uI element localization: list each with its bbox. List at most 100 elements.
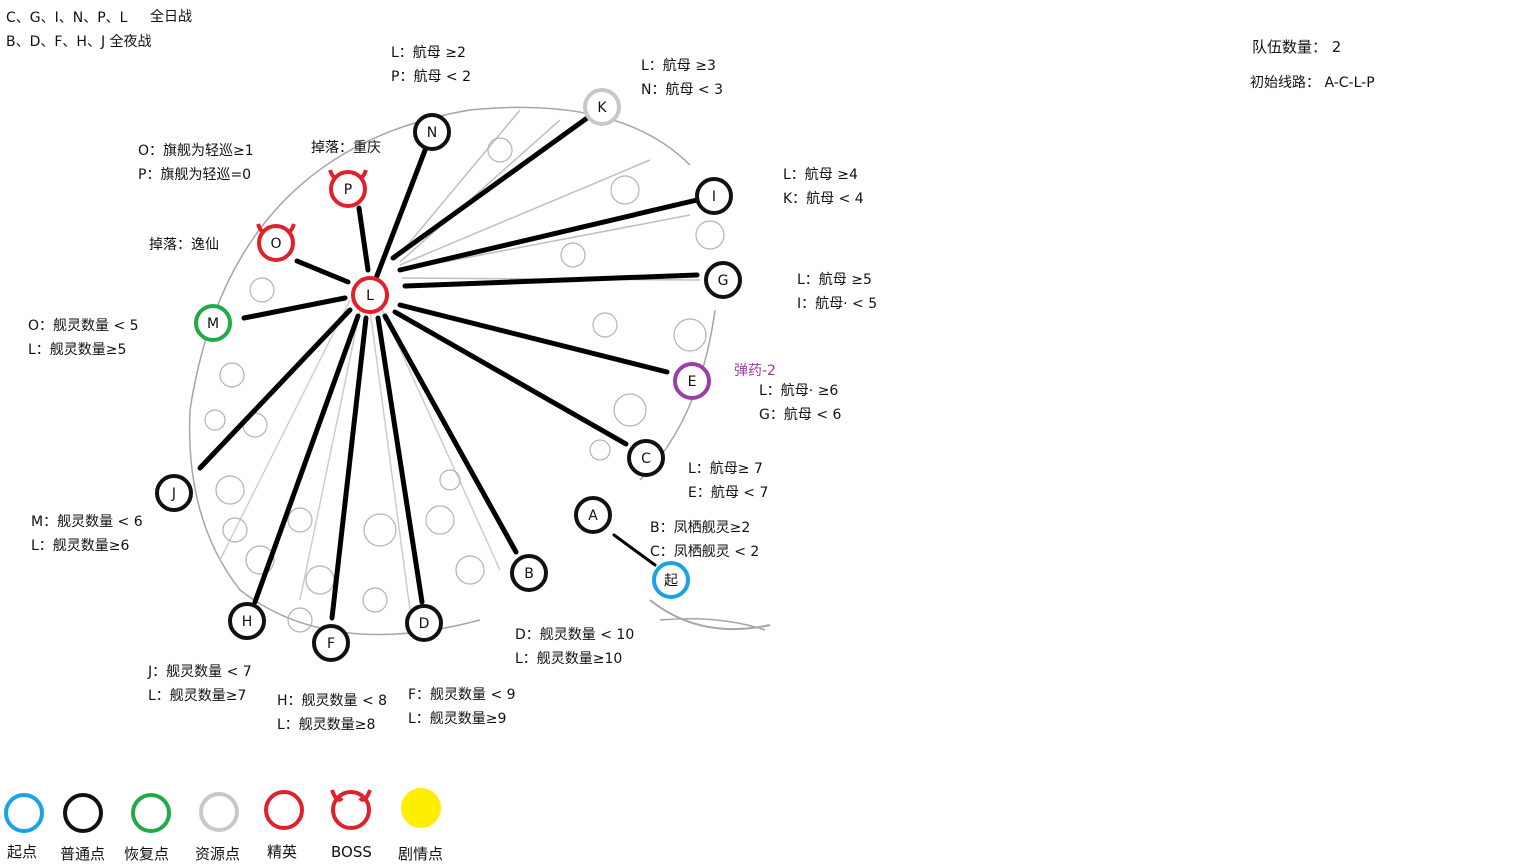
svg-text:F: F [327,636,335,652]
night-battle-nodes: B、D、F、H、J 全夜战 [6,34,152,50]
node-H[interactable]: H [228,602,266,640]
svg-text:B: B [524,566,534,582]
line-L-J [197,307,353,471]
svg-text:K: K [597,100,607,116]
svg-text:O: O [270,236,281,252]
line-L-G [402,272,700,289]
svg-text:M: M [207,316,219,332]
cond-e-l: L：航母· ≥6 [759,383,839,399]
node-P[interactable]: P [328,169,368,208]
svg-text:L: L [366,288,374,304]
cond-i-k: K：航母 < 4 [783,191,864,207]
initial-route: 初始线路： A-C-L-P [1250,75,1375,91]
line-A-start [612,533,657,567]
cond-k-n: N：航母 < 3 [641,82,724,98]
line-L-C [392,309,629,447]
cond-b-d: D：舰灵数量 < 10 [515,627,635,643]
o-drop-note: 掉落：逸仙 [149,237,219,253]
cond-a-c: C：凤栖舰灵 < 2 [650,544,760,560]
line-L-O [294,258,351,285]
cond-n-p: P：航母 < 2 [391,69,471,85]
cond-m-o: O：舰灵数量 < 5 [28,318,139,334]
line-L-I [397,193,717,273]
cond-n-l: L：航母 ≥2 [391,45,466,61]
route-lines [197,105,717,621]
legend-icons [4,788,441,833]
cond-k-l: L：航母 ≥3 [641,58,716,74]
node-G[interactable]: G [704,261,742,299]
node-D[interactable]: D [405,604,443,642]
cond-g-l: L：航母 ≥5 [797,272,872,288]
cond-l-o: O：旗舰为轻巡≥1 [138,143,254,159]
cond-h-l: L：舰灵数量≥7 [148,688,247,704]
line-L-N [367,129,435,297]
line-L-H [252,313,361,605]
svg-text:N: N [427,125,437,141]
svg-text:起: 起 [664,573,678,589]
cond-m-l: L：舰灵数量≥5 [28,342,127,358]
team-count: 队伍数量： 2 [1252,38,1342,56]
svg-text:H: H [242,614,253,630]
svg-text:D: D [419,616,430,632]
cond-j-m: M：舰灵数量 < 6 [31,514,143,530]
cond-b-l: L：舰灵数量≥10 [515,651,623,667]
line-L-B [382,313,519,555]
cond-l-p: P：旗舰为轻巡=0 [138,167,252,183]
line-L-F [329,315,369,621]
svg-text:A: A [588,508,598,524]
svg-text:G: G [718,273,729,289]
legend-resource-label: 资源点 [195,845,241,863]
legend-elite-icon [264,790,304,830]
legend-story-label: 剧情点 [398,845,444,863]
node-M[interactable]: M [194,304,232,342]
legend-resource-icon [199,792,239,832]
cond-c-l: L：航母≥ 7 [688,461,763,477]
node-C[interactable]: C [627,439,665,477]
legend-normal-icon [63,793,103,833]
cond-c-e: E：航母 < 7 [688,485,769,501]
line-L-K [390,105,604,261]
line-L-E [397,302,670,375]
legend-elite-label: 精英 [267,843,298,861]
legend-boss-label: BOSS [331,843,372,861]
cond-j-l: L：舰灵数量≥6 [31,538,130,554]
svg-text:E: E [688,374,697,390]
legend-story-icon [401,788,441,828]
cond-i-l: L：航母 ≥4 [783,167,858,183]
svg-text:I: I [712,189,716,205]
line-L-P [356,205,371,273]
ammo-note: 弹药-2 [734,363,776,379]
legend-recovery-label: 恢复点 [124,845,170,863]
legend-start-icon [4,793,44,833]
line-L-M [241,295,348,321]
legend-start-label: 起点 [7,843,38,861]
node-I[interactable]: I [695,177,733,215]
nodes: L N K I G E C A [155,88,742,662]
node-F[interactable]: F [312,624,350,662]
node-J[interactable]: J [155,474,193,512]
legend-normal-label: 普通点 [60,845,106,863]
cond-a-b: B：凤栖舰灵≥2 [650,520,751,536]
cond-d-f: F：舰灵数量 < 9 [408,687,516,703]
node-A[interactable]: A [574,496,612,534]
svg-text:P: P [344,182,352,198]
node-N[interactable]: N [413,113,451,151]
umbrella-sketch-background [188,106,771,636]
cond-e-g: G：航母 < 6 [759,407,842,423]
cond-d-l: L：舰灵数量≥9 [408,711,507,727]
node-O[interactable]: O [256,223,296,262]
svg-text:J: J [171,486,176,502]
node-K[interactable]: K [583,88,621,126]
node-L[interactable]: L [351,276,389,314]
node-start[interactable]: 起 [652,561,690,599]
p-drop-note: 掉落：重庆 [311,140,381,156]
node-E[interactable]: E [673,362,711,400]
legend-boss-icon [330,789,372,830]
svg-text:C: C [641,451,651,467]
node-B[interactable]: B [510,554,548,592]
cond-f-h: H：舰灵数量 < 8 [277,693,388,709]
legend-recovery-icon [131,793,171,833]
cond-h-j: J：舰灵数量 < 7 [148,664,252,680]
cond-g-i: I：航母· < 5 [797,296,878,312]
